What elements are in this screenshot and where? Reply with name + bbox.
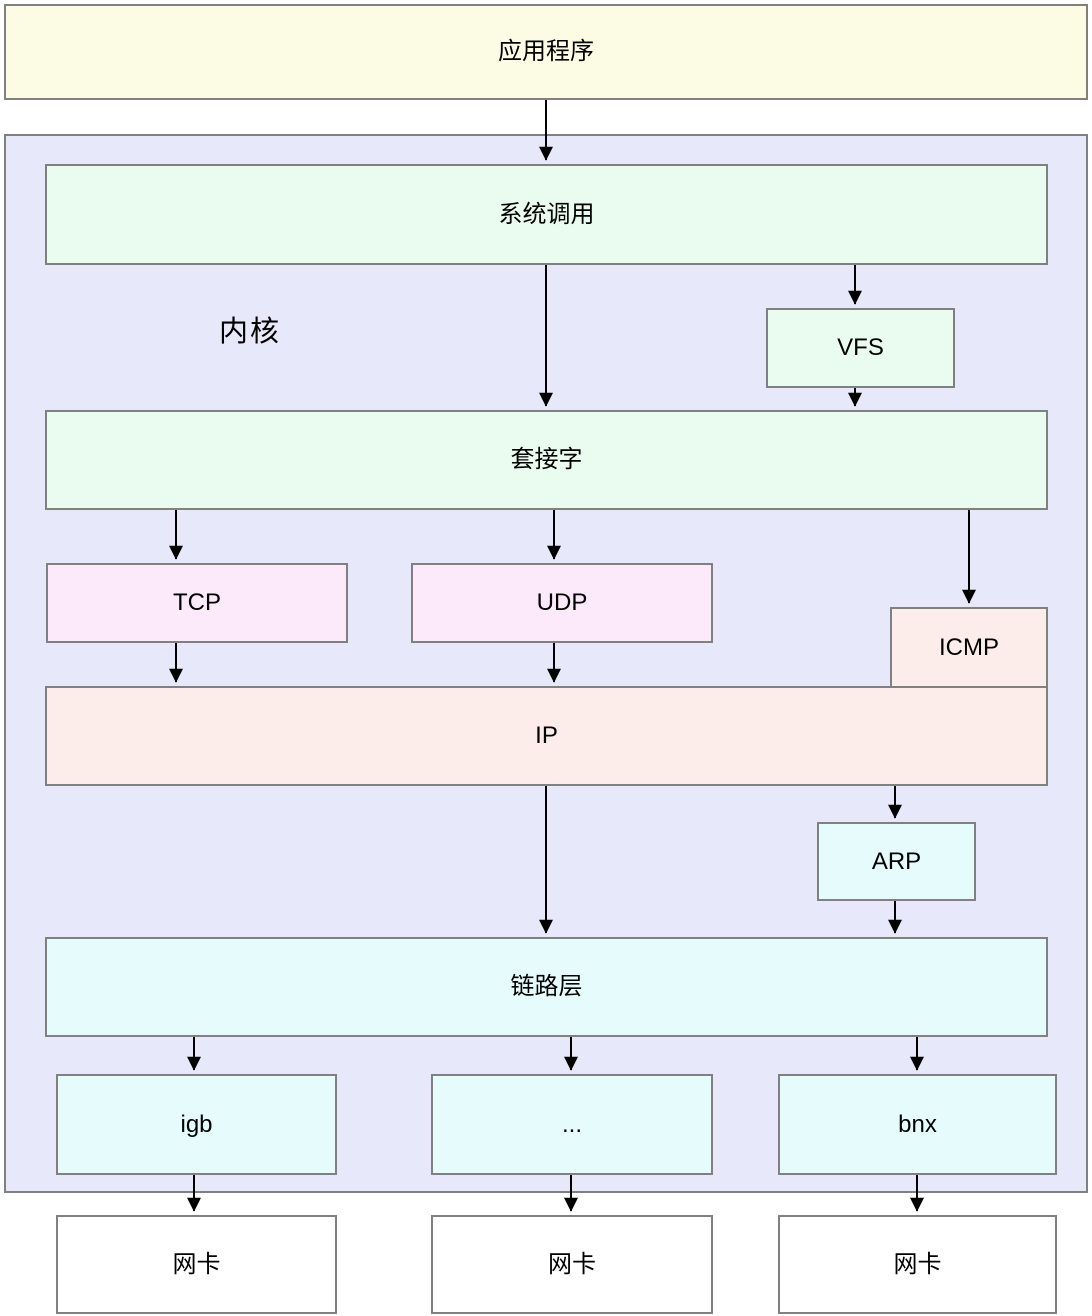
node-driver-ellipsis: ... — [431, 1074, 713, 1175]
node-udp-label: UDP — [536, 589, 588, 616]
node-nic-right: 网卡 — [778, 1215, 1057, 1314]
node-application-label: 应用程序 — [498, 38, 594, 65]
node-ip-label: IP — [535, 722, 558, 749]
node-driver-ellipsis-label: ... — [561, 1110, 582, 1138]
node-arp: ARP — [817, 822, 976, 901]
node-nic-right-label: 网卡 — [893, 1250, 942, 1278]
kernel-label: 内核 — [219, 316, 282, 348]
node-vfs-label: VFS — [837, 334, 884, 361]
node-ip: IP — [45, 686, 1048, 786]
node-driver-igb-label: igb — [180, 1110, 213, 1138]
node-link-layer: 链路层 — [45, 937, 1048, 1037]
node-nic-left-label: 网卡 — [172, 1250, 221, 1278]
node-tcp-label: TCP — [173, 589, 221, 616]
node-udp: UDP — [411, 563, 713, 643]
node-driver-bnx: bnx — [778, 1074, 1057, 1175]
node-vfs: VFS — [766, 308, 955, 388]
node-nic-middle: 网卡 — [431, 1215, 713, 1314]
node-driver-igb: igb — [56, 1074, 337, 1175]
node-nic-middle-label: 网卡 — [548, 1250, 596, 1278]
node-link-layer-label: 链路层 — [510, 973, 583, 1000]
node-arp-label: ARP — [871, 847, 922, 875]
node-driver-bnx-label: bnx — [898, 1110, 937, 1138]
node-application: 应用程序 — [4, 4, 1088, 100]
node-socket: 套接字 — [45, 410, 1048, 510]
node-nic-left: 网卡 — [56, 1215, 337, 1314]
node-icmp-label: ICMP — [939, 633, 999, 661]
node-socket-label: 套接字 — [510, 446, 583, 473]
node-icmp: ICMP — [890, 607, 1048, 688]
node-syscall: 系统调用 — [45, 164, 1048, 265]
node-syscall-label: 系统调用 — [498, 200, 595, 228]
node-tcp: TCP — [46, 563, 348, 643]
